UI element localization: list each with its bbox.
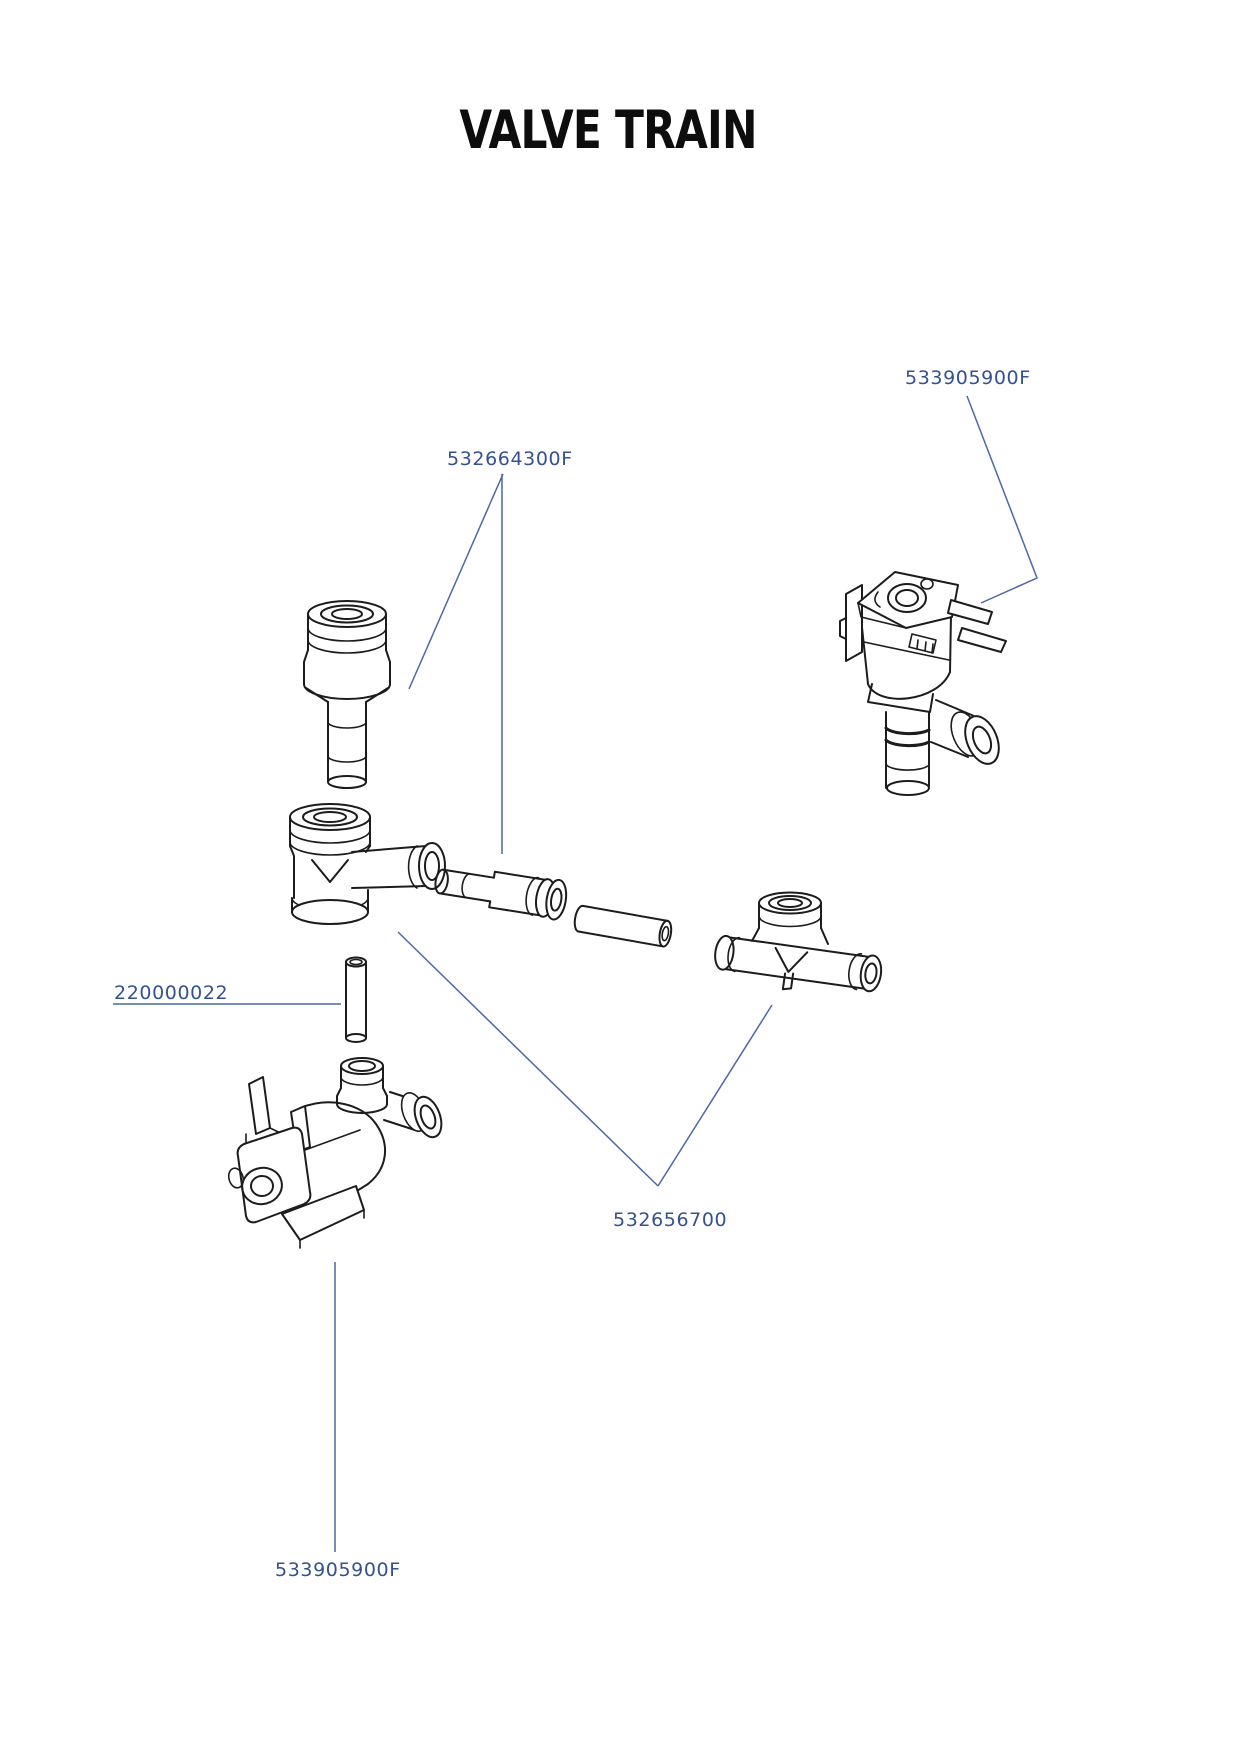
leader-532656700-right: [657, 1004, 773, 1187]
leader-532664300F-to-adapter: [408, 473, 504, 690]
leader-533905900F-top: [966, 395, 1038, 604]
part-number-label-533905900F-bottom: 533905900F: [275, 1559, 401, 1581]
part-solenoid-valve-upper: [839, 571, 1007, 796]
part-reducer-push-fit-adapter: [434, 868, 568, 921]
part-tube-insert: [345, 956, 367, 1043]
part-number-label-532664300F: 532664300F: [447, 448, 573, 470]
part-tee-push-fit-horizontal: [714, 891, 883, 993]
part-number-label-220000022: 220000022: [114, 982, 229, 1004]
part-solenoid-valve-lower: [227, 1057, 443, 1249]
part-tee-push-fit-vertical: [289, 803, 446, 925]
leader-532656700-left: [397, 931, 659, 1187]
leader-lines: [113, 395, 1038, 1552]
part-number-label-532656700: 532656700: [613, 1209, 728, 1231]
part-number-label-533905900F-top: 533905900F: [905, 367, 1031, 389]
page-title: VALVE TRAIN: [459, 100, 757, 161]
part-straight-push-fit-adapter: [303, 600, 391, 789]
part-tube-sleeve: [573, 904, 673, 948]
